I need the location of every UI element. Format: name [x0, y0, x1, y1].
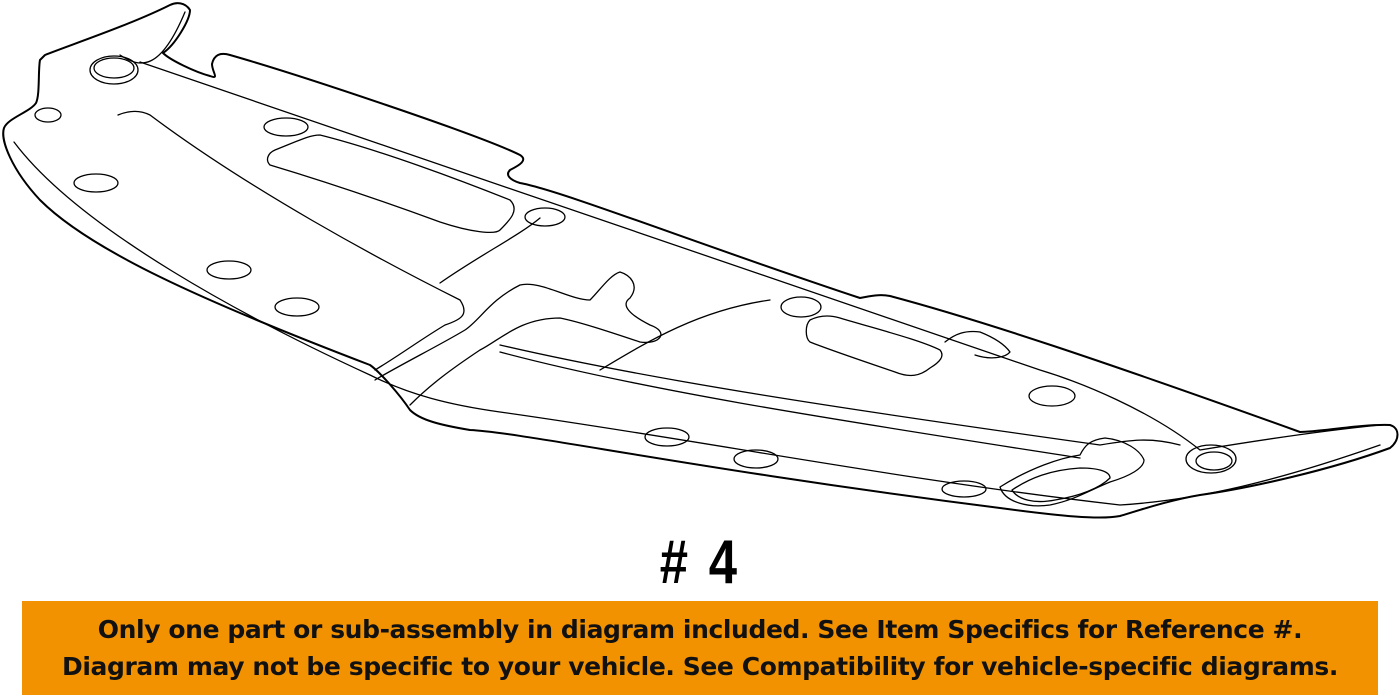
center-crease-2	[599, 299, 771, 371]
part-outline	[2, 2, 1399, 519]
right-boss	[999, 437, 1145, 507]
mount-hole	[93, 57, 135, 79]
notice-banner: Only one part or sub-assembly in diagram…	[22, 601, 1378, 695]
recess-left	[266, 134, 515, 233]
mount-hole	[1195, 451, 1233, 471]
front-rail-line	[13, 141, 1381, 506]
mount-hole	[524, 207, 566, 227]
mount-hole	[34, 107, 62, 123]
mount-hole	[733, 449, 779, 469]
mount-hole	[263, 117, 309, 137]
center-crease	[439, 217, 541, 284]
notice-line-compatibility: Diagram may not be specific to your vehi…	[62, 652, 1338, 681]
mount-hole	[941, 480, 987, 498]
back-edge-line	[119, 11, 186, 64]
part-line-drawing	[2, 2, 1399, 519]
mount-hole	[73, 173, 119, 193]
channel-rail-2	[499, 351, 1081, 459]
part-diagram	[2, 2, 1399, 519]
reference-number-label: # 4	[659, 528, 741, 597]
notice-line-parts-included: Only one part or sub-assembly in diagram…	[97, 615, 1303, 644]
mount-hole	[274, 297, 320, 317]
mount-hole	[1185, 444, 1237, 474]
back-rail-line	[139, 61, 1381, 451]
mount-hole	[89, 55, 139, 85]
channel-inner	[374, 271, 662, 406]
channel-left	[117, 110, 465, 371]
recess-right	[805, 315, 943, 377]
right-boss-inner	[1011, 467, 1111, 503]
mount-hole	[780, 296, 822, 318]
mount-hole	[644, 427, 690, 447]
recess-small	[944, 330, 1011, 359]
channel-rail	[499, 344, 1181, 446]
mount-hole	[1028, 385, 1076, 407]
mount-hole	[206, 260, 252, 280]
